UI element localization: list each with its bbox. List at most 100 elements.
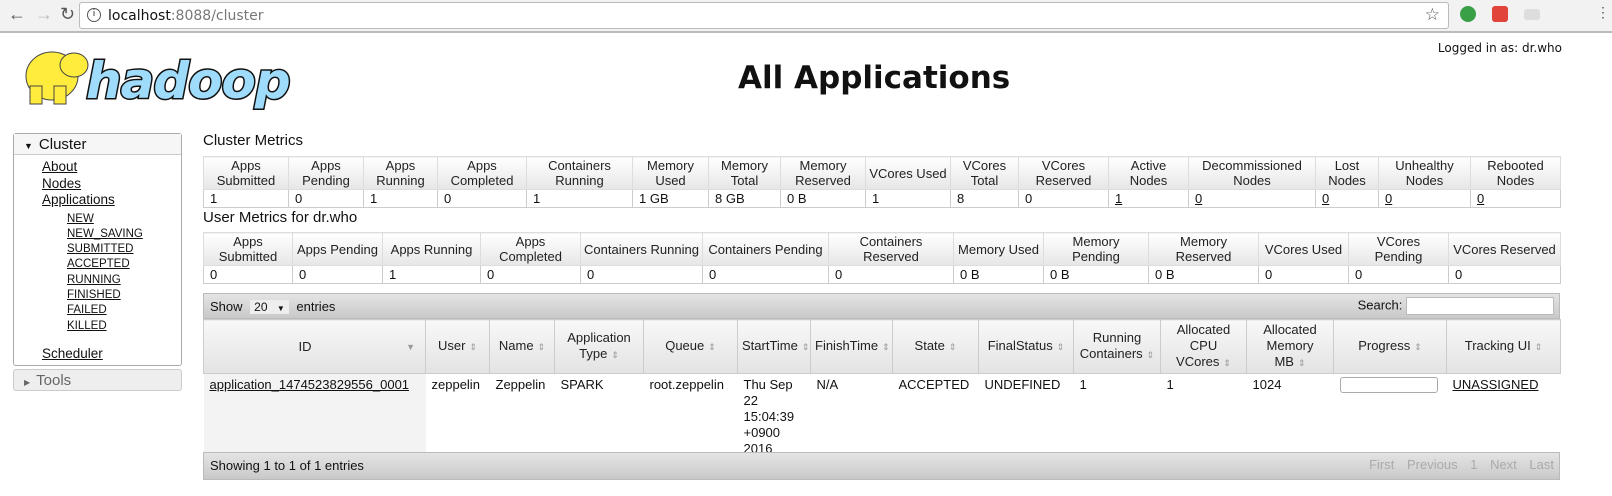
metric-link-active-nodes[interactable]: 1 <box>1115 191 1123 206</box>
column-tracking-ui[interactable]: Tracking UI⇕ <box>1446 319 1561 374</box>
header-memory-reserved: Memory Reserved <box>780 156 866 190</box>
sort-icon: ⇕ <box>948 342 957 352</box>
header-apps-running: Apps Running <box>363 156 438 190</box>
sidebar-item-submitted[interactable]: SUBMITTED <box>67 243 134 256</box>
metric-memory-reserved: 0 B <box>780 189 866 208</box>
metric-vcores-used: 1 <box>865 189 951 208</box>
metric-memory-reserved: 0 B <box>1148 265 1259 284</box>
column-user[interactable]: User⇕ <box>425 319 490 374</box>
reload-icon[interactable]: ↻ <box>60 4 76 24</box>
cluster-label: Cluster <box>38 136 87 153</box>
header-containers-running: Containers Running <box>580 232 703 266</box>
header-apps-completed: Apps Completed <box>480 232 581 266</box>
applications-table: ID▼User⇕Name⇕Application Type⇕Queue⇕Star… <box>203 319 1561 460</box>
sidebar-item-nodes[interactable]: Nodes <box>42 175 82 191</box>
metric-apps-completed: 0 <box>437 189 527 208</box>
last-page-button[interactable]: Last <box>1529 457 1554 472</box>
column-finishtime[interactable]: FinishTime⇕ <box>810 319 893 374</box>
address-bar[interactable]: i localhost:8088/cluster ☆ <box>79 2 1449 29</box>
apps-table-toolbar: Show 20 ▼ entries Search: <box>203 293 1560 319</box>
hangouts-icon[interactable] <box>1460 6 1476 22</box>
column-label: ID <box>298 338 312 354</box>
column-application-type[interactable]: Application Type⇕ <box>554 319 644 374</box>
previous-page-button[interactable]: Previous <box>1407 457 1458 472</box>
table-info: Showing 1 to 1 of 1 entries <box>210 458 364 473</box>
back-icon[interactable]: ← <box>8 4 26 24</box>
page-1-button[interactable]: 1 <box>1470 457 1478 472</box>
forward-icon[interactable]: → <box>35 4 53 24</box>
metric-link-lost-nodes[interactable]: 0 <box>1322 191 1330 206</box>
sidebar-item-scheduler[interactable]: Scheduler <box>42 345 103 361</box>
user-metrics-title: User Metrics for dr.who <box>203 209 358 226</box>
sidebar-item-accepted[interactable]: ACCEPTED <box>67 258 130 271</box>
column-finalstatus[interactable]: FinalStatus⇕ <box>978 319 1074 374</box>
sort-icon: ⇕ <box>469 342 477 352</box>
column-allocated-cpu-vcores[interactable]: Allocated CPU VCores⇕ <box>1160 319 1247 374</box>
sort-icon: ⇕ <box>537 342 546 352</box>
metric-unhealthy-nodes: 0 <box>1378 189 1471 208</box>
header-containers-running: Containers Running <box>526 156 633 190</box>
first-page-button[interactable]: First <box>1369 457 1395 472</box>
sort-icon: ⇕ <box>1414 342 1422 352</box>
column-state[interactable]: State⇕ <box>892 319 979 374</box>
header-apps-pending: Apps Pending <box>288 156 364 190</box>
header-vcores-used: VCores Used <box>865 156 951 190</box>
column-label: Running Containers <box>1079 330 1143 361</box>
sort-icon: ⇕ <box>611 350 619 360</box>
metric-containers-running: 1 <box>526 189 633 208</box>
column-label: User <box>438 338 466 353</box>
cell-allocated-memory-mb: 1024 <box>1252 377 1282 392</box>
metric-rebooted-nodes: 0 <box>1470 189 1561 208</box>
search-input[interactable] <box>1406 297 1554 315</box>
metric-vcores-pending: 0 <box>1348 265 1449 284</box>
cast-icon[interactable] <box>1524 9 1540 20</box>
cell-application-type: SPARK <box>560 377 604 392</box>
column-id[interactable]: ID▼ <box>203 319 426 374</box>
next-page-button[interactable]: Next <box>1490 457 1517 472</box>
todoist-icon[interactable] <box>1492 6 1508 22</box>
header-vcores-reserved: VCores Reserved <box>1018 156 1109 190</box>
column-label: Progress <box>1358 338 1411 353</box>
sidebar-item-new-saving[interactable]: NEW_SAVING <box>67 227 143 240</box>
sidebar-item-killed[interactable]: KILLED <box>67 319 107 332</box>
column-progress[interactable]: Progress⇕ <box>1333 319 1447 374</box>
show-label: Show <box>210 299 243 314</box>
sort-icon: ⇕ <box>1146 350 1155 360</box>
bookmark-star-icon[interactable]: ☆ <box>1424 5 1440 25</box>
entries-value: 20 <box>254 300 268 314</box>
tracking-ui-link[interactable]: UNASSIGNED <box>1452 377 1539 392</box>
column-label: Name <box>498 338 534 353</box>
header-memory-reserved: Memory Reserved <box>1148 232 1259 266</box>
metric-link-unhealthy-nodes[interactable]: 0 <box>1385 191 1393 206</box>
sidebar-item-applications[interactable]: Applications <box>42 192 115 207</box>
sidebar-item-finished[interactable]: FINISHED <box>67 288 121 301</box>
column-label: FinalStatus <box>987 338 1053 353</box>
metric-link-rebooted-nodes[interactable]: 0 <box>1477 191 1485 206</box>
sidebar-item-new[interactable]: NEW <box>67 212 94 225</box>
info-icon[interactable]: i <box>87 8 101 22</box>
column-label: Application Type <box>567 330 631 361</box>
column-name[interactable]: Name⇕ <box>489 319 555 374</box>
metric-link-decommissioned-nodes[interactable]: 0 <box>1195 191 1203 206</box>
sidebar-tools-header[interactable]: ▶Tools <box>13 369 182 391</box>
sidebar-cluster-header[interactable]: ▼Cluster <box>14 134 181 155</box>
metric-containers-running: 0 <box>580 265 703 284</box>
header-vcores-total: VCores Total <box>950 156 1019 190</box>
application-id-link[interactable]: application_1474523829556_0001 <box>209 377 410 392</box>
column-allocated-memory-mb[interactable]: Allocated Memory MB⇕ <box>1246 319 1334 374</box>
sidebar-item-failed[interactable]: FAILED <box>67 304 107 317</box>
entries-select[interactable]: 20 ▼ <box>250 300 289 314</box>
column-queue[interactable]: Queue⇕ <box>643 319 738 374</box>
metric-vcores-used: 0 <box>1258 265 1349 284</box>
sidebar-item-about[interactable]: About <box>42 159 78 174</box>
column-starttime[interactable]: StartTime⇕ <box>737 319 811 374</box>
cell-state: ACCEPTED <box>898 377 970 392</box>
header-apps-running: Apps Running <box>382 232 481 266</box>
sidebar-item-running[interactable]: RUNNING <box>67 273 121 286</box>
metric-apps-completed: 0 <box>480 265 581 284</box>
column-running-containers[interactable]: Running Containers⇕ <box>1073 319 1161 374</box>
sort-icon: ⇕ <box>708 342 716 352</box>
metric-apps-pending: 0 <box>292 265 383 284</box>
menu-icon[interactable]: ⋮ <box>1596 4 1610 20</box>
